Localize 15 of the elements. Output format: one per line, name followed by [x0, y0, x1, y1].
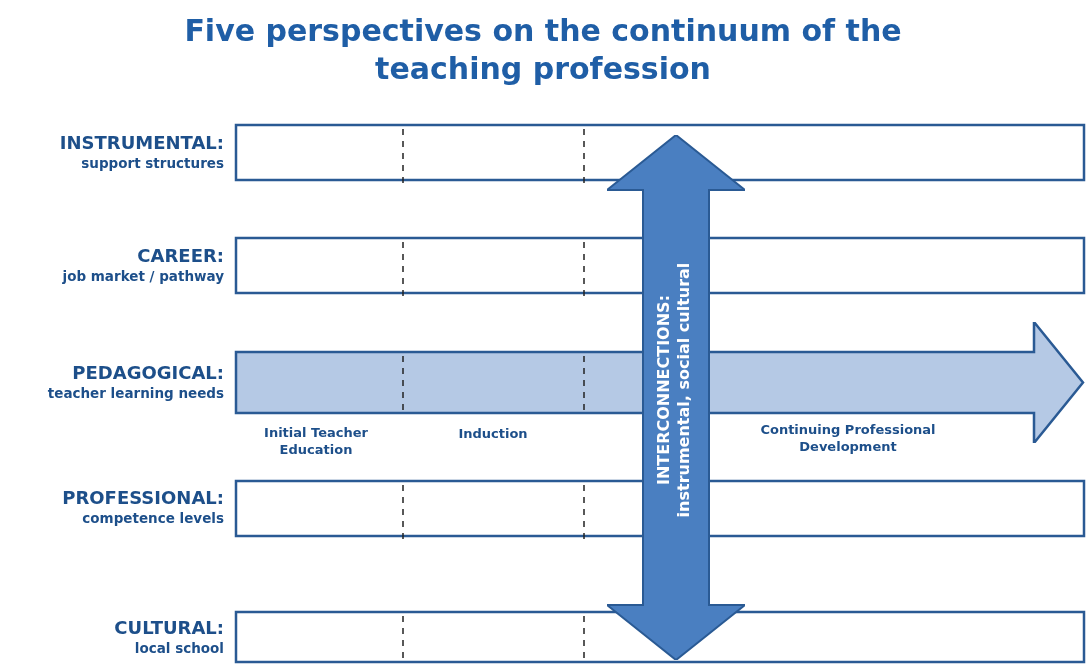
perspective-subtitle: teacher learning needs [47, 384, 224, 402]
perspective-heading: PROFESSIONAL: [62, 487, 224, 509]
perspective-subtitle: support structures [81, 154, 224, 172]
perspective-heading: CAREER: [137, 245, 224, 267]
perspective-subtitle: competence levels [82, 509, 224, 527]
perspective-heading: PEDAGOGICAL: [72, 362, 224, 384]
phase-label: Initial Teacher Education [263, 424, 369, 458]
perspective-heading: CULTURAL: [114, 617, 224, 639]
diagram-title: Five perspectives on the continuum of the teaching profession [183, 12, 903, 88]
interconnections-text: INTERCONNECTIONS: instrumental, social cultural [654, 261, 694, 520]
phase-label: Induction [457, 425, 529, 442]
perspective-subtitle: local school [134, 639, 224, 657]
phase-label: Continuing Professional Development [759, 421, 937, 455]
perspective-subtitle: job market / pathway [62, 267, 224, 285]
perspective-heading: INSTRUMENTAL: [59, 132, 224, 154]
